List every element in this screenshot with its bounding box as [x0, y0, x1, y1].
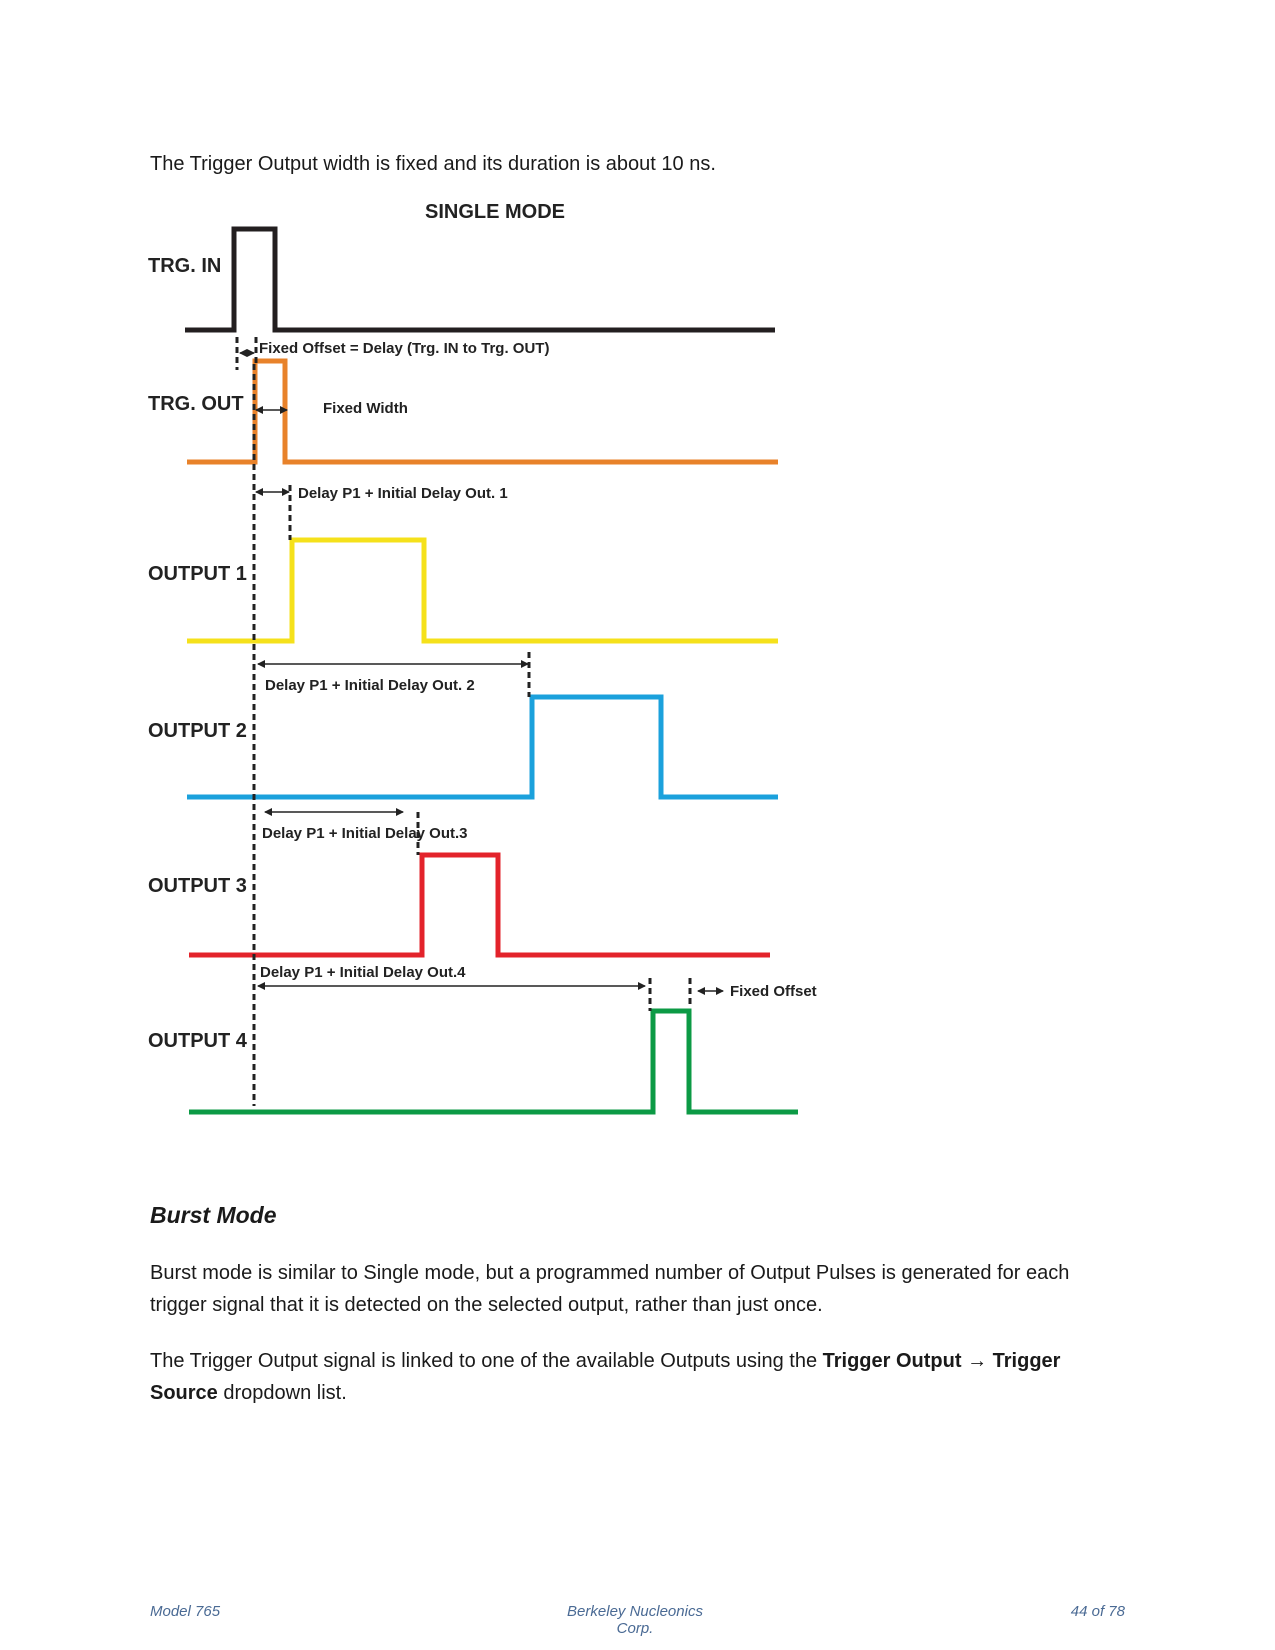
dashed-reference-lines [235, 337, 692, 1106]
footer-company: Berkeley Nucleonics Corp. [567, 1603, 703, 1637]
burst-paragraph-1: Burst mode is similar to Single mode, bu… [150, 1262, 1070, 1316]
label-output-3: OUTPUT 3 [148, 875, 247, 897]
label-trg-in: TRG. IN [148, 255, 221, 277]
diagram-title: SINGLE MODE [425, 201, 565, 223]
p2-bold-trigger-output: Trigger Output [822, 1350, 962, 1372]
burst-paragraph-2: The Trigger Output signal is linked to o… [150, 1345, 1090, 1409]
arrow-right-icon: → [967, 1350, 988, 1372]
label-output-1: OUTPUT 1 [148, 563, 247, 585]
dimension-arrows [239, 349, 724, 995]
footer-page-number: 44 of 78 [1070, 1603, 1125, 1620]
label-output-2: OUTPUT 2 [148, 720, 247, 742]
waveform-output-1 [187, 537, 778, 644]
waveform-output-3 [189, 852, 770, 958]
annotation-fixed-offset-delay: Fixed Offset = Delay (Trg. IN to Trg. OU… [259, 340, 549, 357]
section-heading-burst-mode: Burst Mode [150, 1202, 277, 1228]
waveform-output-4 [189, 1008, 798, 1115]
annotation-delay-out-2: Delay P1 + Initial Delay Out. 2 [265, 677, 475, 694]
annotation-fixed-width: Fixed Width [323, 400, 408, 417]
label-output-4: OUTPUT 4 [148, 1030, 248, 1052]
footer-model: Model 765 [150, 1603, 221, 1620]
waveform-trg-out [187, 358, 778, 465]
p2-text-start: The Trigger Output signal is linked to o… [150, 1350, 823, 1372]
p2-text-end: dropdown list. [217, 1382, 347, 1404]
annotation-fixed-offset: Fixed Offset [730, 983, 817, 1000]
annotation-delay-out-4: Delay P1 + Initial Delay Out.4 [260, 964, 466, 981]
intro-paragraph: The Trigger Output width is fixed and it… [150, 153, 716, 175]
single-mode-timing-diagram: SINGLE MODE TRG. IN TRG. OUT OUTPUT 1 OU… [148, 201, 817, 1115]
waveform-output-2 [187, 694, 778, 800]
waveform-trg-in [185, 226, 775, 333]
annotation-delay-out-1: Delay P1 + Initial Delay Out. 1 [298, 485, 508, 502]
p2-bold-trigger-source: Trigger Source [150, 1350, 1061, 1404]
annotation-delay-out-3: Delay P1 + Initial Delay Out.3 [262, 825, 468, 842]
label-trg-out: TRG. OUT [148, 393, 244, 415]
